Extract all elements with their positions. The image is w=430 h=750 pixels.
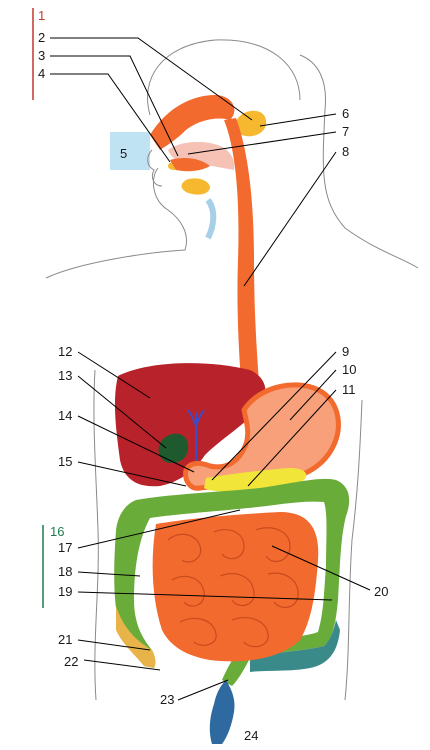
label-6: 6 <box>342 106 349 121</box>
label-5: 5 <box>120 146 127 161</box>
rectum <box>209 680 235 744</box>
label-19: 19 <box>58 584 72 599</box>
mouth-pharynx <box>147 95 235 240</box>
label-24: 24 <box>244 728 258 743</box>
label-22: 22 <box>64 654 78 669</box>
esophagus <box>224 118 262 420</box>
label-8: 8 <box>342 144 349 159</box>
leader-lines <box>50 37 371 701</box>
label-3: 3 <box>38 48 45 63</box>
label-23: 23 <box>160 692 174 707</box>
mouth-highlight-box <box>110 132 150 170</box>
label-12: 12 <box>58 344 72 359</box>
liver <box>114 363 266 487</box>
small-intestine-folds <box>167 527 299 648</box>
label-10: 10 <box>342 362 356 377</box>
label-20: 20 <box>374 584 388 599</box>
label-2: 2 <box>38 30 45 45</box>
small-intestine <box>152 512 319 662</box>
sigmoid-colon <box>250 620 340 672</box>
gallbladder <box>158 433 189 464</box>
label-11: 11 <box>342 382 356 397</box>
label-14: 14 <box>58 408 72 423</box>
label-13: 13 <box>58 368 72 383</box>
label-9: 9 <box>342 344 349 359</box>
label-16: 16 <box>50 524 64 539</box>
body-outline <box>45 39 419 701</box>
label-7: 7 <box>342 124 349 139</box>
label-17: 17 <box>58 540 72 555</box>
label-15: 15 <box>58 454 72 469</box>
large-intestine <box>114 478 350 686</box>
cecum <box>116 606 156 668</box>
label-21: 21 <box>58 632 72 647</box>
label-18: 18 <box>58 564 72 579</box>
number-labels: 1 2 3 4 5 6 7 8 9 10 11 12 13 14 15 16 1… <box>38 8 388 743</box>
label-1: 1 <box>38 8 45 23</box>
label-4: 4 <box>38 66 45 81</box>
